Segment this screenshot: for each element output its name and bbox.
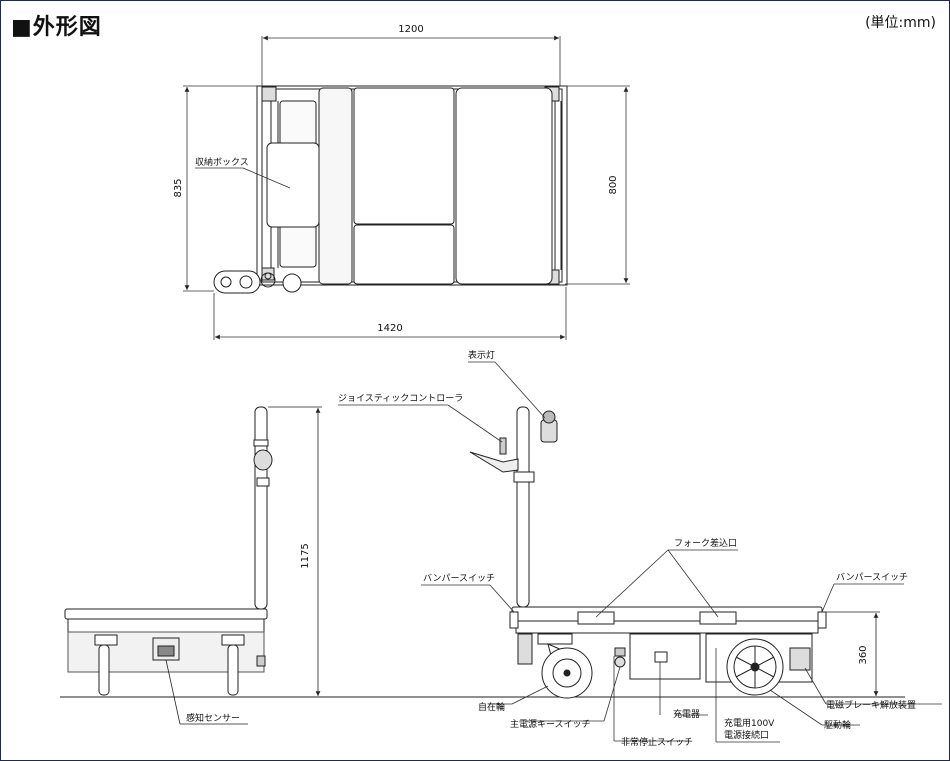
unit-label: (単位:mm): [865, 15, 936, 31]
label-fork-slot: フォーク差込口: [674, 537, 737, 549]
dim-bumper-height: 360: [858, 645, 869, 664]
dim-overall-length: 1420: [377, 323, 402, 334]
label-main-key-switch: 主電源キースイッチ: [510, 718, 591, 730]
label-bumper-switch-left: バンパースイッチ: [423, 573, 495, 584]
top-dimensions: [183, 35, 630, 340]
dim-top-height-left: 835: [173, 178, 184, 197]
dim-side-height: 1175: [300, 543, 311, 568]
label-charge-port-1: 充電用100V: [724, 717, 775, 729]
dim-top-width: 1200: [398, 24, 423, 35]
callout-leaders: [338, 361, 942, 743]
side-view-right: [469, 406, 905, 699]
top-view: [213, 85, 568, 294]
label-indicator-lamp: 表示灯: [468, 349, 495, 361]
label-emergency-stop: 非常停止スイッチ: [621, 736, 693, 748]
label-joystick: ジョイスティックコントローラ: [338, 393, 463, 404]
label-brake-release: 電磁ブレーキ解放装置: [826, 699, 916, 711]
label-charge-port-2: 電源接続口: [724, 729, 769, 741]
label-drive-wheel: 駆動輪: [824, 719, 851, 731]
page-title: ■外形図: [11, 15, 102, 40]
label-sensor: 感知センサー: [186, 712, 240, 724]
label-charger: 充電器: [673, 708, 700, 720]
dim-top-height-right: 800: [608, 175, 619, 194]
label-storage-box: 収納ボックス: [195, 156, 249, 168]
label-bumper-switch-right: バンパースイッチ: [836, 572, 908, 583]
side-view-left: [60, 406, 600, 725]
title-block: ■外形図: [11, 9, 102, 41]
label-caster: 自在輪: [478, 701, 505, 713]
